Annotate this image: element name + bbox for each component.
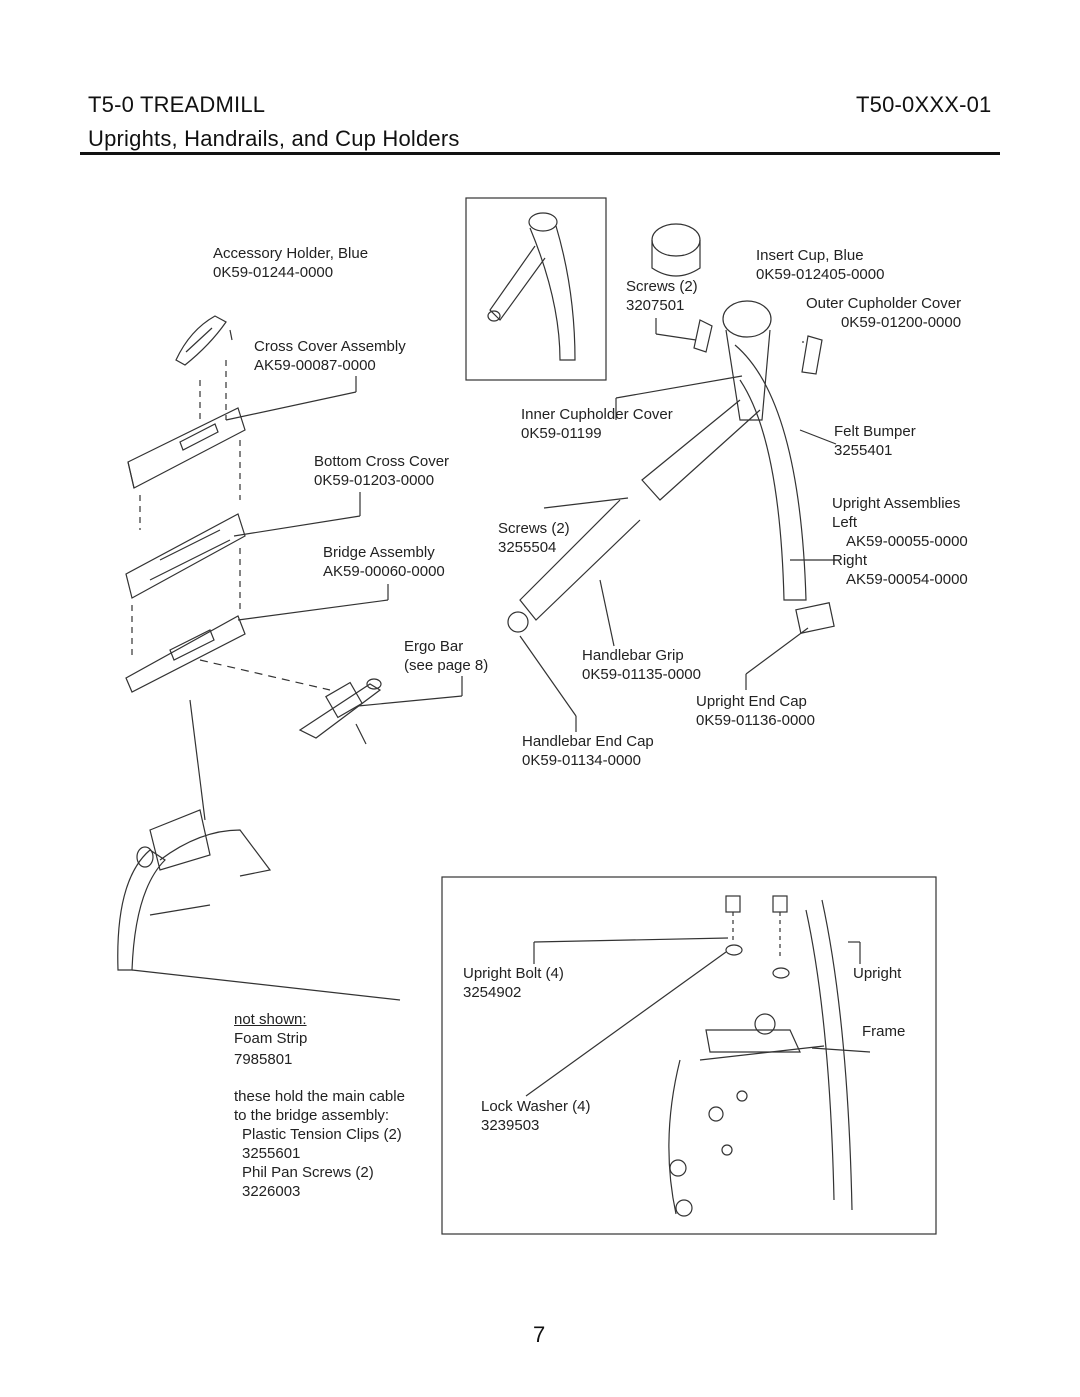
frame-label: Frame [862,1023,906,1040]
foam-strip-number: 7985801 [234,1051,293,1068]
cross-cover-assembly-name: Cross Cover Assembly [254,338,406,355]
upright-assembly-drawing [507,223,835,634]
inner-cupholder-cover-number: 0K59-01199 [521,425,602,442]
handlebar-end-cap-number: 0K59-01134-0000 [522,752,641,769]
upright-bolt-name: Upright Bolt (4) [463,965,564,982]
upright-right-label: Right [832,552,868,569]
accessory-holder-drawing [175,315,227,366]
handlebar-grip-name: Handlebar Grip [582,647,684,664]
cross-cover-assembly-label: Cross Cover Assembly AK59-00087-0000 [254,337,406,375]
screws-top-name: Screws (2) [626,278,698,295]
upright-inset-drawing [487,212,576,361]
felt-bumper-name: Felt Bumper [834,423,916,440]
bridge-assembly-label: Bridge Assembly AK59-00060-0000 [323,543,445,581]
bottom-cross-cover-label: Bottom Cross Cover 0K59-01203-0000 [314,452,449,490]
bottom-cross-cover-drawing [125,513,246,599]
bolt-detail-drawing [668,895,853,1217]
inner-cupholder-cover-name: Inner Cupholder Cover [521,406,673,423]
not-shown-heading: not shown: [234,1011,307,1028]
page-number: 7 [533,1322,546,1347]
insert-cup-name: Insert Cup, Blue [756,247,864,264]
pan-screws-number: 3226003 [242,1183,301,1200]
upright-end-cap-label: Upright End Cap 0K59-01136-0000 [696,692,815,730]
tension-clips-number: 3255601 [242,1145,301,1162]
screws-mid-label: Screws (2) 3255504 [498,519,570,557]
outer-cupholder-cover-label: Outer Cupholder Cover 0K59-01200-0000 [806,294,961,332]
cable-note-line2: to the bridge assembly: [234,1107,390,1124]
model-title: T5-0 TREADMILL [88,92,266,117]
lock-washer-label: Lock Washer (4) 3239503 [481,1097,590,1135]
not-shown-block: not shown: Foam Strip 7985801 these hold… [234,1010,405,1201]
ergo-bar-name: Ergo Bar [404,638,464,655]
insert-cup-label: Insert Cup, Blue 0K59-012405-0000 [756,246,884,284]
upright-bolt-number: 3254902 [463,984,522,1001]
lock-washer-number: 3239503 [481,1117,540,1134]
handlebar-grip-label: Handlebar Grip 0K59-01135-0000 [582,646,701,684]
leader-lines [225,318,838,732]
upright-end-cap-name: Upright End Cap [696,693,807,710]
foam-strip-name: Foam Strip [234,1030,308,1047]
outer-cupholder-cover-name: Outer Cupholder Cover [806,295,962,312]
header-rule [80,152,1000,155]
section-title: Uprights, Handrails, and Cup Holders [88,126,460,151]
part-code: T50-0XXX-01 [856,92,992,117]
upright-assemblies-label: Upright Assemblies Left AK59-00055-0000 … [832,494,968,589]
accessory-holder-name: Accessory Holder, Blue [213,245,369,262]
felt-bumper-label: Felt Bumper 3255401 [834,422,916,460]
treadmill-overview-drawing [117,809,401,1001]
handlebar-grip-number: 0K59-01135-0000 [582,666,701,683]
handlebar-end-cap-name: Handlebar End Cap [522,733,654,750]
outer-cupholder-cover-number: 0K59-01200-0000 [840,314,962,331]
upright-left-label: Left [832,514,858,531]
upright-left-number: AK59-00055-0000 [846,533,968,550]
bolt-detail-inset-box [441,876,937,1235]
bridge-assembly-name: Bridge Assembly [323,544,435,561]
screws-mid-number: 3255504 [498,539,557,556]
upright-inset-box [465,197,607,381]
upright-assemblies-name: Upright Assemblies [832,495,961,512]
accessory-holder-label: Accessory Holder, Blue 0K59-01244-0000 [213,244,368,282]
lock-washer-name: Lock Washer (4) [481,1098,591,1115]
bottom-cross-cover-number: 0K59-01203-0000 [314,472,435,489]
upright-label: Upright [853,965,902,982]
ergo-bar-label: Ergo Bar (see page 8) [404,637,488,675]
bridge-assembly-number: AK59-00060-0000 [323,563,445,580]
upright-bolt-label: Upright Bolt (4) 3254902 [463,964,564,1002]
ergo-bar-note: (see page 8) [404,657,489,674]
accessory-holder-number: 0K59-01244-0000 [213,264,334,281]
ergo-bar-drawing [298,678,382,745]
screws-top-number: 3207501 [626,297,685,314]
inset-leader-lines [525,937,871,1097]
tension-clips-name: Plastic Tension Clips (2) [242,1126,402,1143]
handlebar-end-cap-label: Handlebar End Cap 0K59-01134-0000 [522,732,654,770]
pan-screws-name: Phil Pan Screws (2) [242,1164,374,1181]
upright-end-cap-number: 0K59-01136-0000 [696,712,815,729]
cross-cover-drawing [127,407,246,489]
insert-cup-number: 0K59-012405-0000 [756,266,885,283]
bridge-assembly-drawing [125,615,246,693]
bottom-cross-cover-name: Bottom Cross Cover [314,453,450,470]
upright-right-number: AK59-00054-0000 [846,571,968,588]
screws-top-label: Screws (2) 3207501 [626,277,698,315]
felt-bumper-number: 3255401 [834,442,893,459]
cross-cover-assembly-number: AK59-00087-0000 [254,357,376,374]
cable-note-line1: these hold the main cable [234,1088,405,1105]
screws-mid-name: Screws (2) [498,520,570,537]
inner-cupholder-cover-label: Inner Cupholder Cover 0K59-01199 [521,405,673,443]
